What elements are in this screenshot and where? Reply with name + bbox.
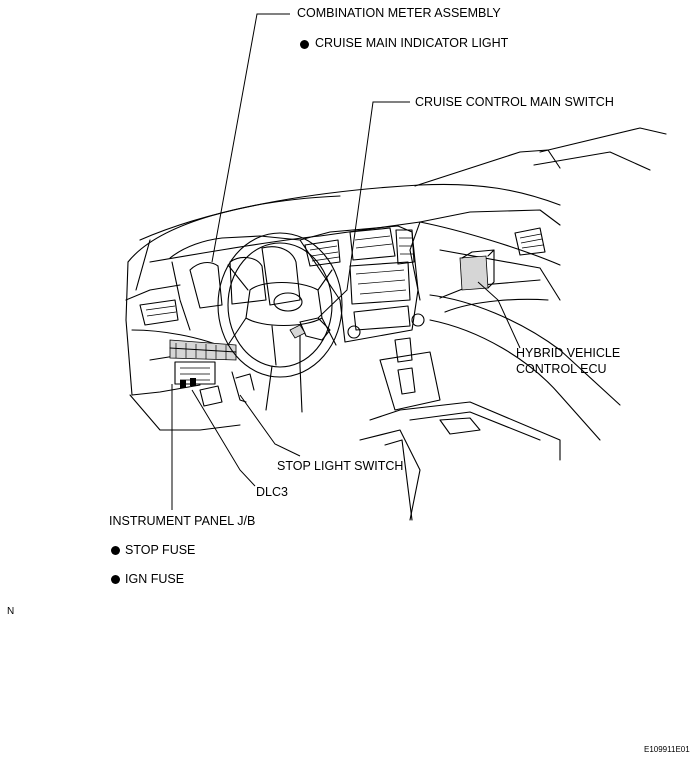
bullet-icon	[111, 575, 120, 584]
figure-code: E109911E01	[644, 745, 690, 754]
stop-light-switch-label: STOP LIGHT SWITCH	[277, 459, 404, 473]
stop-fuse-label: STOP FUSE	[125, 543, 196, 557]
ign-fuse-label: IGN FUSE	[125, 572, 185, 586]
corner-n-label: N	[7, 606, 15, 617]
bullet-icon	[300, 40, 309, 49]
bullet-icon	[111, 546, 120, 555]
hybrid-ecu-label-2: CONTROL ECU	[516, 362, 607, 376]
dlc3-label: DLC3	[256, 485, 288, 499]
combination-meter-label: COMBINATION METER ASSEMBLY	[297, 6, 501, 20]
cruise-switch-label: CRUISE CONTROL MAIN SWITCH	[415, 95, 614, 109]
hybrid-ecu-label-1: HYBRID VEHICLE	[516, 346, 621, 360]
cruise-indicator-label: CRUISE MAIN INDICATOR LIGHT	[315, 36, 509, 50]
instrument-panel-jb-label: INSTRUMENT PANEL J/B	[109, 514, 256, 528]
